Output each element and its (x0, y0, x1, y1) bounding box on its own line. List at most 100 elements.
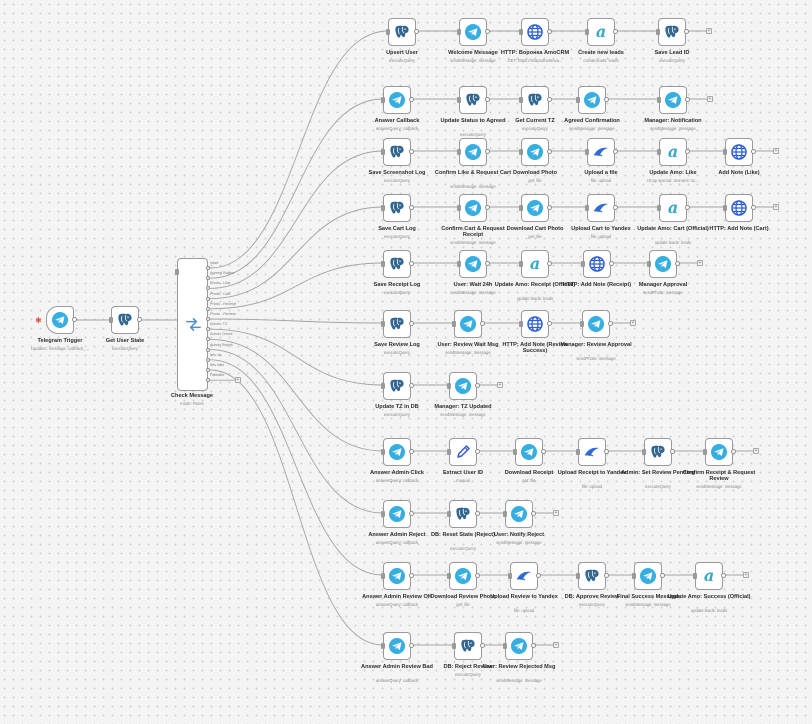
node-save-cart-log[interactable] (381, 194, 414, 222)
input-port[interactable] (503, 643, 507, 649)
node-answer-admin-review-bad[interactable] (381, 632, 414, 660)
output-port[interactable] (409, 383, 414, 388)
node-upload-cart-to-yandex[interactable] (585, 194, 618, 222)
node-get-user-state[interactable] (109, 306, 142, 334)
switch-output-port[interactable] (206, 266, 210, 270)
node-db-reset-state-reject[interactable] (447, 500, 480, 528)
input-port[interactable] (457, 205, 461, 211)
output-port[interactable] (547, 321, 552, 326)
node-manager-approval[interactable] (647, 250, 680, 278)
add-node-button[interactable]: + (553, 510, 559, 516)
input-port[interactable] (585, 29, 589, 35)
input-port[interactable] (647, 261, 651, 267)
switch-output-port[interactable] (206, 327, 210, 332)
node-confirm-receipt-request-review[interactable] (703, 438, 736, 466)
output-port[interactable] (613, 205, 618, 210)
input-port[interactable] (381, 511, 385, 517)
node-update-amo-receipt-official[interactable]: a (519, 250, 552, 278)
node-download-receipt[interactable] (513, 438, 546, 466)
output-port[interactable] (685, 149, 690, 154)
input-port[interactable] (519, 97, 523, 103)
input-port[interactable] (580, 321, 584, 327)
node-manager-notification[interactable] (657, 86, 690, 114)
output-port[interactable] (475, 573, 480, 578)
output-port[interactable] (547, 97, 552, 102)
output-port[interactable] (685, 97, 690, 102)
output-port[interactable] (409, 205, 414, 210)
node-db-approve-review[interactable] (576, 562, 609, 590)
node-user-review-rejected-msg[interactable] (503, 632, 536, 660)
input-port[interactable] (381, 97, 385, 103)
add-node-button[interactable]: + (235, 377, 241, 384)
node-admin-set-review-pending[interactable] (642, 438, 675, 466)
switch-output-port[interactable] (206, 306, 210, 311)
output-port[interactable] (675, 261, 680, 266)
node-answer-admin-review-ok[interactable] (381, 562, 414, 590)
node-download-cart-photo[interactable] (519, 194, 552, 222)
input-port[interactable] (386, 29, 390, 35)
output-port[interactable] (72, 317, 77, 322)
switch-output-port[interactable] (206, 317, 210, 321)
output-port[interactable] (604, 573, 609, 578)
output-port[interactable] (485, 29, 490, 34)
add-node-button[interactable]: + (706, 28, 712, 34)
output-port[interactable] (531, 511, 536, 516)
add-node-button[interactable]: + (497, 382, 503, 388)
switch-output-port[interactable] (206, 337, 210, 342)
node-user-notify-reject[interactable] (503, 500, 536, 528)
input-port[interactable] (585, 205, 589, 211)
switch-output-port[interactable] (206, 378, 210, 383)
node-upsert-user[interactable] (386, 18, 419, 46)
node-extract-user-id[interactable] (447, 438, 480, 466)
node-http-add-note-cart[interactable] (723, 194, 756, 222)
input-port[interactable] (519, 149, 523, 155)
switch-output-port[interactable] (206, 347, 210, 352)
output-port[interactable] (609, 261, 614, 266)
output-port[interactable] (480, 643, 485, 648)
node-confirm-cart-request-receipt[interactable] (457, 194, 490, 222)
output-port[interactable] (604, 449, 609, 454)
output-port[interactable] (613, 29, 618, 34)
node-upload-receipt-to-yandex[interactable] (576, 438, 609, 466)
input-port[interactable] (381, 321, 385, 327)
output-port[interactable] (480, 321, 485, 326)
node-http-add-note-review-success[interactable] (519, 310, 552, 338)
input-port[interactable] (457, 149, 461, 155)
input-port[interactable] (508, 573, 512, 579)
node-add-note-like[interactable] (723, 138, 756, 166)
node-update-status-to-agreed[interactable] (457, 86, 490, 114)
input-port[interactable] (513, 449, 517, 455)
output-port[interactable] (485, 97, 490, 102)
output-port[interactable] (670, 449, 675, 454)
node-user-wait-24h[interactable] (457, 250, 490, 278)
add-node-button[interactable]: + (630, 320, 636, 326)
output-port[interactable] (751, 149, 756, 154)
input-port[interactable] (576, 97, 580, 103)
node-agreed-confirmation[interactable] (576, 86, 609, 114)
node-update-amo-like[interactable]: a (657, 138, 690, 166)
input-port[interactable] (581, 261, 585, 267)
input-port[interactable] (657, 205, 661, 211)
output-port[interactable] (414, 29, 419, 34)
output-port[interactable] (751, 205, 756, 210)
switch-output-port[interactable] (206, 368, 210, 372)
input-port[interactable] (576, 573, 580, 579)
input-port[interactable] (703, 449, 707, 455)
node-http-воронка-amocrm[interactable] (519, 18, 552, 46)
add-node-button[interactable]: + (707, 96, 713, 102)
input-port[interactable] (381, 383, 385, 389)
output-port[interactable] (475, 383, 480, 388)
node-upload-review-to-yandex[interactable] (508, 562, 541, 590)
input-port[interactable] (642, 449, 646, 455)
input-port[interactable] (656, 29, 660, 35)
input-port[interactable] (381, 573, 385, 579)
input-port[interactable] (381, 643, 385, 649)
add-node-button[interactable]: + (773, 148, 779, 154)
input-port[interactable] (519, 205, 523, 211)
input-port[interactable] (447, 383, 451, 389)
output-port[interactable] (475, 511, 480, 516)
output-port[interactable] (541, 449, 546, 454)
output-port[interactable] (660, 573, 665, 578)
output-port[interactable] (485, 149, 490, 154)
input-port[interactable] (457, 29, 461, 35)
